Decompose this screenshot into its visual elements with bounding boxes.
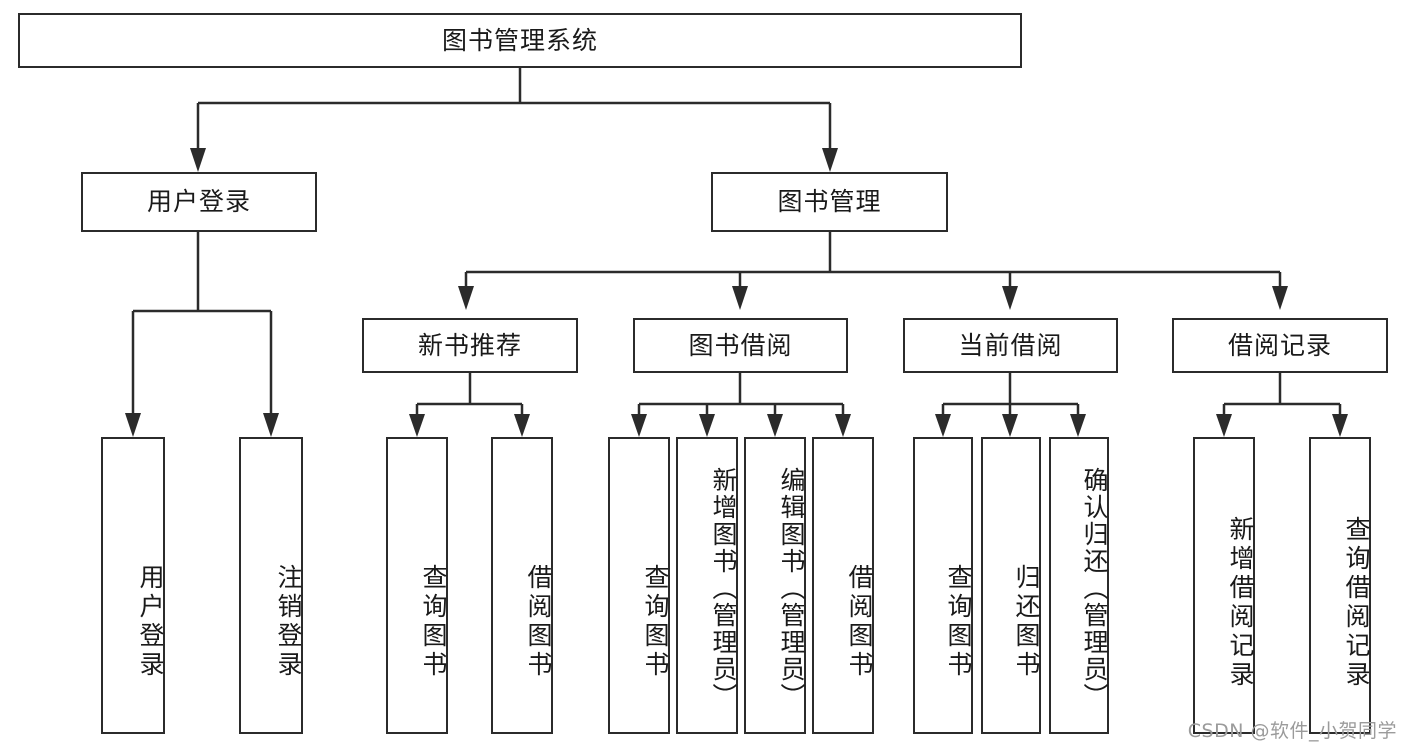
node-label: 新增图书（管理员） — [709, 467, 738, 710]
node-label: 注销登录 — [274, 563, 303, 680]
leaf-borrow-book-2[interactable]: 借阅图书 — [812, 437, 874, 734]
node-label: 用户登录 — [136, 563, 165, 680]
leaf-borrow-book-1[interactable]: 借阅图书 — [491, 437, 553, 734]
node-label: 确认归还（管理员） — [1080, 467, 1109, 710]
node-label: 借阅记录 — [1227, 330, 1332, 360]
node-label: 图书管理 — [777, 187, 882, 217]
node-label: 查询借阅记录 — [1342, 515, 1371, 690]
leaf-add-book-admin[interactable]: 新增图书（管理员） — [676, 437, 738, 734]
node-current-borrow[interactable]: 当前借阅 — [903, 318, 1118, 373]
watermark-credit: CSDN @软件_小贺同学 — [1187, 720, 1397, 742]
node-label: 用户登录 — [146, 187, 251, 217]
node-borrow-record[interactable]: 借阅记录 — [1172, 318, 1388, 373]
node-label: 借阅图书 — [845, 563, 874, 680]
leaf-query-book-1[interactable]: 查询图书 — [386, 437, 448, 734]
leaf-query-borrow-record[interactable]: 查询借阅记录 — [1309, 437, 1371, 734]
node-label: 当前借阅 — [958, 330, 1063, 360]
node-label: 图书管理系统 — [441, 25, 598, 55]
leaf-return-book[interactable]: 归还图书 — [981, 437, 1041, 734]
node-root-system[interactable]: 图书管理系统 — [18, 13, 1022, 68]
leaf-user-login[interactable]: 用户登录 — [101, 437, 165, 734]
node-label: 编辑图书（管理员） — [777, 467, 806, 710]
node-label: 查询图书 — [944, 563, 973, 680]
node-new-book-recommend[interactable]: 新书推荐 — [362, 318, 578, 373]
node-user-login[interactable]: 用户登录 — [81, 172, 317, 232]
node-book-borrow[interactable]: 图书借阅 — [633, 318, 848, 373]
leaf-query-book-3[interactable]: 查询图书 — [913, 437, 973, 734]
node-label: 归还图书 — [1012, 563, 1041, 680]
node-label: 查询图书 — [419, 563, 448, 680]
node-label: 查询图书 — [641, 563, 670, 680]
leaf-logout-login[interactable]: 注销登录 — [239, 437, 303, 734]
node-book-management[interactable]: 图书管理 — [711, 172, 948, 232]
leaf-edit-book-admin[interactable]: 编辑图书（管理员） — [744, 437, 806, 734]
node-label: 图书借阅 — [688, 330, 793, 360]
leaf-confirm-return-admin[interactable]: 确认归还（管理员） — [1049, 437, 1109, 734]
leaf-add-borrow-record[interactable]: 新增借阅记录 — [1193, 437, 1255, 734]
node-label: 借阅图书 — [524, 563, 553, 680]
node-label: 新增借阅记录 — [1226, 515, 1255, 690]
node-label: 新书推荐 — [417, 330, 522, 360]
leaf-query-book-2[interactable]: 查询图书 — [608, 437, 670, 734]
